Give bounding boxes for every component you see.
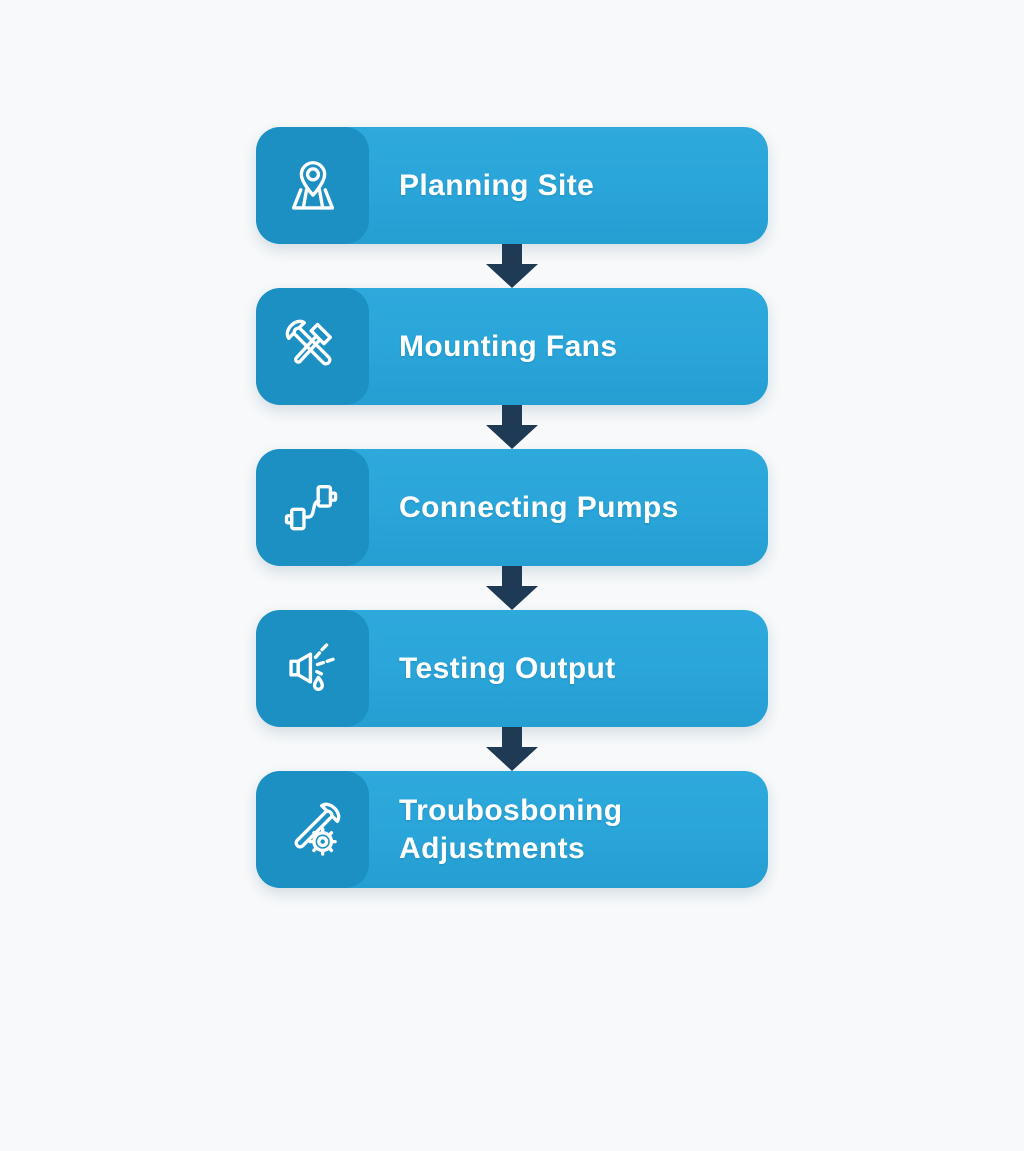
wrench-hammer-icon (256, 288, 369, 405)
step-planning-site: Planning Site (256, 127, 768, 244)
down-arrow-icon (256, 727, 768, 771)
step-mounting-fans: Mounting Fans (256, 288, 768, 405)
wrench-gear-icon (256, 771, 369, 888)
step-connecting-pumps: Connecting Pumps (256, 449, 768, 566)
down-arrow-icon (256, 566, 768, 610)
down-arrow-icon (256, 244, 768, 288)
step-label: Troubosboning Adjustments (399, 794, 623, 865)
map-pin-icon (256, 127, 369, 244)
spray-nozzle-icon (256, 610, 369, 727)
step-troubleshooting-adjustments: Troubosboning Adjustments (256, 771, 768, 888)
down-arrow-icon (256, 405, 768, 449)
step-label: Testing Output (399, 651, 616, 685)
step-testing-output: Testing Output (256, 610, 768, 727)
pipe-connector-icon (256, 449, 369, 566)
step-label: Planning Site (399, 168, 595, 202)
flowchart: Planning Site Mounting Fans (256, 127, 768, 888)
step-label: Mounting Fans (399, 329, 618, 363)
step-label: Connecting Pumps (399, 490, 679, 524)
